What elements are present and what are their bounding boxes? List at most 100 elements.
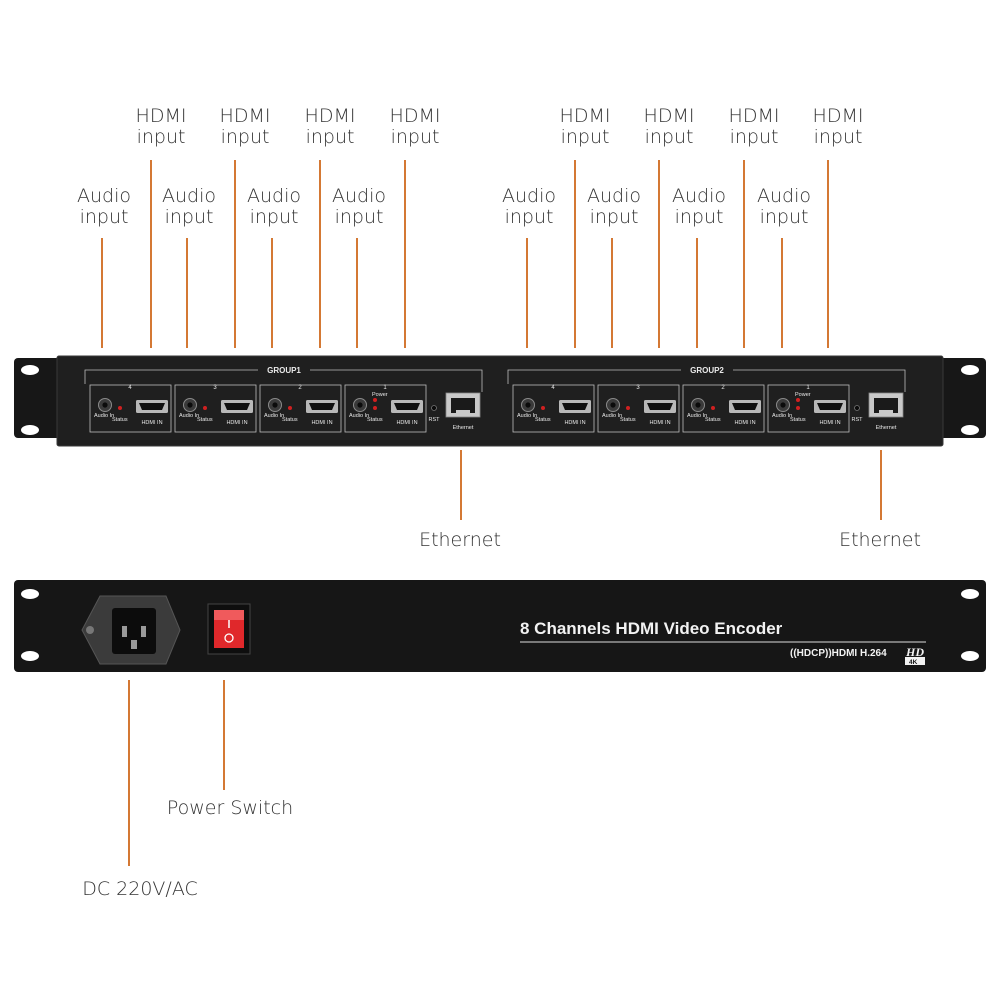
status-label: Status [197, 417, 213, 423]
status-led [796, 406, 800, 410]
power-inlet[interactable] [81, 595, 181, 665]
k4-mark: 4K [909, 659, 918, 666]
audio-in-label: Audio In [349, 413, 369, 419]
audio-in-label: Audio In [687, 413, 707, 419]
audio-jack[interactable] [691, 398, 705, 412]
hdmi-input-label-line1: HDMI [219, 105, 271, 127]
power-led [373, 398, 377, 402]
rack-hole [21, 365, 39, 375]
status-led [203, 406, 207, 410]
hdmi-port[interactable] [729, 400, 761, 413]
hdmi-port[interactable] [559, 400, 591, 413]
audio-jack[interactable] [353, 398, 367, 412]
hdmi-input-label-line1: HDMI [559, 105, 611, 127]
audio-in-label: Audio In [772, 413, 792, 419]
hdmi-input-label-line1: HDMI [728, 105, 780, 127]
audio-input-label-line1: Audio [246, 185, 301, 207]
product-title: 8 Channels HDMI Video Encoder [520, 619, 783, 638]
back-chassis [14, 580, 986, 672]
rack-hole [961, 651, 979, 661]
status-label: Status [705, 417, 721, 423]
status-label: Status [112, 417, 128, 423]
status-label: Status [535, 417, 551, 423]
audio-jack[interactable] [183, 398, 197, 412]
audio-jack[interactable] [776, 398, 790, 412]
k4-badge [905, 657, 925, 665]
audio-input-label-line2: input [589, 206, 639, 228]
hdmi-in-label: HDMI IN [564, 420, 585, 426]
group-label: GROUP1 [267, 366, 301, 375]
power-led [796, 398, 800, 402]
ethernet-port-label: Ethernet [453, 425, 474, 431]
audio-in-label: Audio In [602, 413, 622, 419]
audio-jack[interactable] [521, 398, 535, 412]
hdmi-port[interactable] [221, 400, 253, 413]
audio-jack[interactable] [98, 398, 112, 412]
audio-input-label-line1: Audio [76, 185, 131, 207]
status-led [541, 406, 545, 410]
rack-hole [21, 589, 39, 599]
ethernet-port-label: Ethernet [876, 425, 897, 431]
ethernet-label: Ethernet [839, 529, 921, 551]
hdmi-input-label-line2: input [305, 126, 355, 148]
hdmi-input-label-line2: input [813, 126, 863, 148]
audio-input-label-line2: input [79, 206, 129, 228]
port-number: 1 [806, 385, 810, 391]
hdmi-port[interactable] [814, 400, 846, 413]
hdmi-input-label-line1: HDMI [304, 105, 356, 127]
rack-hole [21, 425, 39, 435]
port-number: 1 [383, 385, 387, 391]
port-number: 3 [636, 385, 640, 391]
group-label: GROUP2 [690, 366, 724, 375]
hdmi-in-label: HDMI IN [819, 420, 840, 426]
power-switch-label: Power Switch [166, 797, 294, 819]
status-led [288, 406, 292, 410]
hdmi-port[interactable] [306, 400, 338, 413]
rack-hole [961, 425, 979, 435]
audio-in-label: Audio In [264, 413, 284, 419]
audio-input-label-line2: input [249, 206, 299, 228]
status-led [711, 406, 715, 410]
audio-input-label-line1: Audio [586, 185, 641, 207]
ethernet-label: Ethernet [419, 529, 501, 551]
ethernet-port[interactable] [868, 392, 904, 418]
audio-jack[interactable] [606, 398, 620, 412]
hdmi-input-label-line1: HDMI [135, 105, 187, 127]
power-switch[interactable] [207, 603, 251, 655]
hdmi-in-label: HDMI IN [141, 420, 162, 426]
status-led [118, 406, 122, 410]
rack-hole [21, 651, 39, 661]
reset-button[interactable] [431, 405, 437, 411]
audio-input-label-line1: Audio [331, 185, 386, 207]
hdmi-port[interactable] [136, 400, 168, 413]
codec-spec: ((HDCP))HDMI H.264 [790, 648, 887, 659]
audio-jack[interactable] [268, 398, 282, 412]
hdmi-port[interactable] [644, 400, 676, 413]
status-led [373, 406, 377, 410]
front-chassis [56, 355, 944, 447]
port-number: 3 [213, 385, 217, 391]
reset-button[interactable] [854, 405, 860, 411]
status-led [626, 406, 630, 410]
hdmi-input-label-line2: input [560, 126, 610, 148]
hdmi-port[interactable] [391, 400, 423, 413]
ethernet-port[interactable] [445, 392, 481, 418]
